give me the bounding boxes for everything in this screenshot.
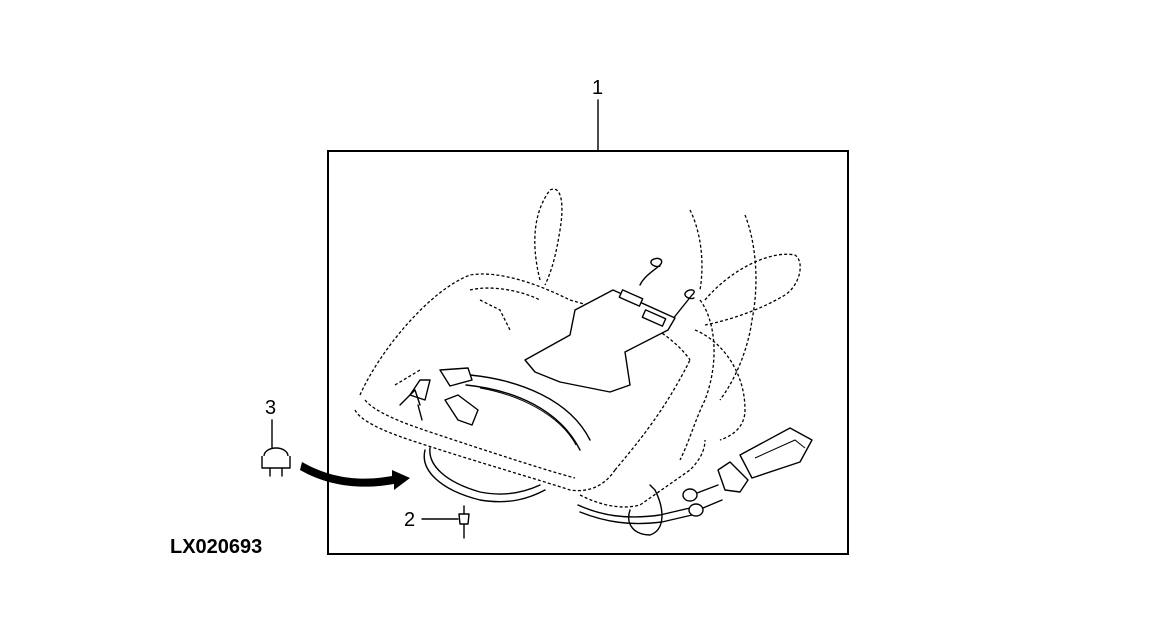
left-connector-cluster	[399, 379, 431, 421]
seat-back-outline	[534, 188, 757, 461]
callout-3-group: 3	[261, 397, 291, 477]
callout-3-number: 3	[265, 397, 276, 419]
clip-part	[261, 447, 291, 477]
springs	[639, 257, 695, 321]
curved-rail	[465, 374, 591, 451]
fastener-part	[458, 505, 470, 539]
diagram-frame	[327, 150, 849, 555]
mounting-plate	[524, 289, 676, 393]
callout-2-number: 2	[404, 509, 415, 531]
install-arrow	[300, 462, 410, 490]
armrest-outline	[694, 253, 801, 441]
callout-1-number: 1	[592, 77, 603, 99]
seat-pan-outline	[354, 273, 706, 508]
bracket	[439, 367, 479, 426]
callout-2-group: 2	[404, 505, 470, 539]
figure-id: LX020693	[170, 536, 262, 558]
right-connectors	[682, 427, 813, 517]
wire-harness	[423, 447, 693, 536]
